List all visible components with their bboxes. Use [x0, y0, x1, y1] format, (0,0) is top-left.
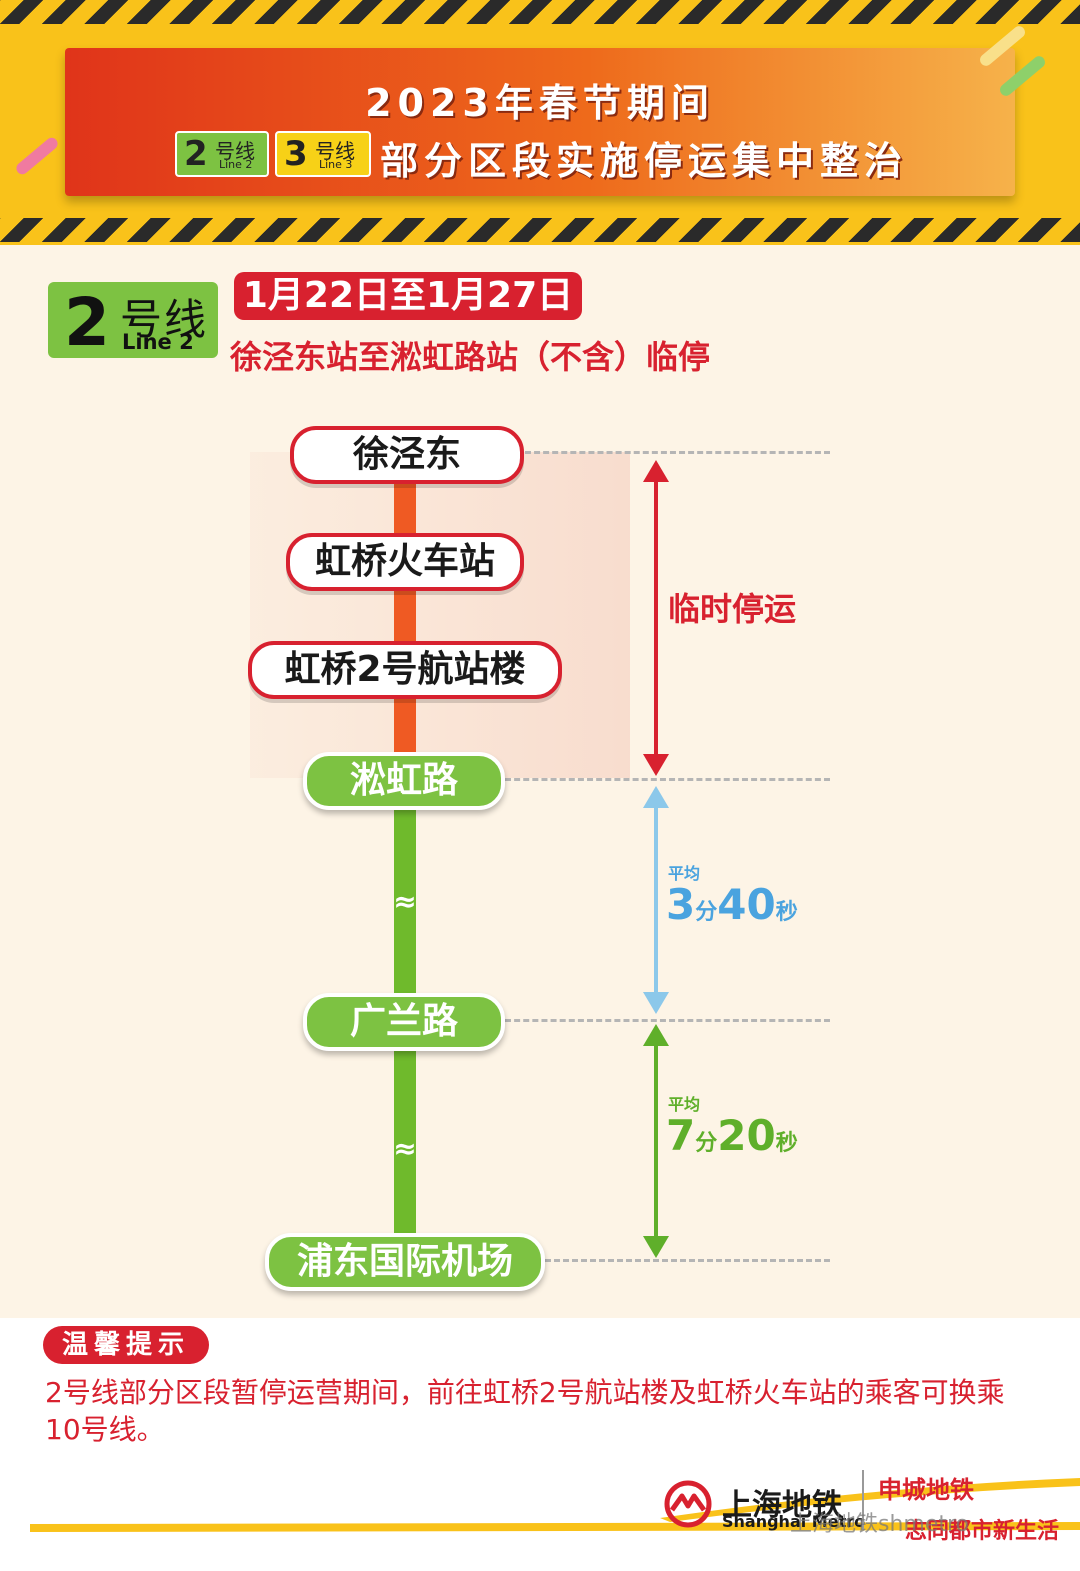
- logo-text-en: Shanghai Metro: [722, 1512, 866, 1531]
- guide-line: [525, 451, 830, 454]
- avg-seconds: 20: [717, 1111, 776, 1160]
- track-closed-segment: [394, 470, 416, 770]
- avg-seconds: 40: [717, 880, 776, 929]
- footer-divider: [862, 1470, 864, 1530]
- tips-title: 温馨提示: [43, 1326, 209, 1364]
- line-badge-number: 2: [64, 284, 110, 361]
- station-guanglan-road: 广兰路: [303, 993, 505, 1051]
- deco-bar-icon: [13, 135, 61, 177]
- line-badge-en: Line 2: [122, 330, 194, 354]
- guide-line: [505, 778, 830, 781]
- brand-slogan-2: 志同都市新生活: [905, 1519, 1060, 1544]
- line2-mini-badge: 2 号线 Line 2: [175, 131, 269, 177]
- avg-label-2: 平均: [668, 1095, 701, 1114]
- closed-section-highlight: [250, 452, 630, 778]
- guide-line: [505, 1019, 830, 1022]
- second-unit: 秒: [775, 1131, 798, 1156]
- line3-mini-badge: 3 号线 Line 3: [275, 131, 371, 177]
- closed-label: 临时停运: [668, 590, 797, 628]
- line3-mini-number: 3: [284, 134, 308, 174]
- avg-minutes: 7: [666, 1111, 696, 1160]
- shanghai-metro-logo-icon: [664, 1480, 712, 1528]
- line2-mini-cn: 号线: [215, 139, 255, 163]
- brand-slogan-1: 申城地铁: [878, 1476, 974, 1504]
- line2-badge: 2 号线 Line 2: [48, 282, 218, 361]
- station-pudong-airport: 浦东国际机场: [265, 1233, 545, 1291]
- date-range-badge: 1月22日至1月27日: [234, 272, 582, 320]
- minute-unit: 分: [695, 1131, 718, 1156]
- closed-span-arrow-icon: [643, 460, 669, 776]
- station-hongqiao-railway: 虹桥火车站: [286, 533, 524, 591]
- minute-unit: 分: [695, 900, 718, 925]
- watermark: 上海地铁shmetro: [790, 1512, 970, 1537]
- line2-mini-number: 2: [184, 134, 208, 174]
- track-gap-symbol: ≈: [393, 1132, 417, 1165]
- station-xujingdong: 徐泾东: [290, 426, 524, 484]
- track-gap-symbol: ≈: [393, 885, 417, 918]
- tips-text: 2号线部分区段暂停运营期间，前往虹桥2号航站楼及虹桥火车站的乘客可换乘10号线。: [45, 1376, 1005, 1446]
- avg-interval-1: 3分40秒: [666, 880, 798, 929]
- avg-minutes: 3: [666, 880, 696, 929]
- interval-arrow-icon: [643, 786, 669, 1014]
- line-badge-cn: 号线: [120, 295, 209, 344]
- line3-mini-cn: 号线: [315, 139, 355, 163]
- hazard-stripe-top: [0, 0, 1080, 24]
- header-title-line1: 2023年春节期间: [365, 81, 715, 125]
- closure-subtitle: 徐泾东站至淞虹路站（不含）临停: [230, 338, 711, 376]
- station-songhong-road: 淞虹路: [303, 752, 505, 810]
- interval-arrow-icon: [643, 1024, 669, 1258]
- hazard-stripe-bottom: [0, 218, 1080, 242]
- second-unit: 秒: [775, 900, 798, 925]
- line3-mini-en: Line 3: [319, 158, 353, 171]
- header-title-line2: 部分区段实施停运集中整治: [380, 139, 909, 183]
- avg-label-1: 平均: [668, 864, 701, 883]
- line2-mini-en: Line 2: [219, 158, 253, 171]
- station-hongqiao-t2: 虹桥2号航站楼: [248, 641, 562, 699]
- footer-swoosh-icon: [30, 1478, 1080, 1532]
- guide-line: [545, 1259, 830, 1262]
- logo-text-cn: 上海地铁: [722, 1488, 842, 1523]
- avg-interval-2: 7分20秒: [666, 1111, 798, 1160]
